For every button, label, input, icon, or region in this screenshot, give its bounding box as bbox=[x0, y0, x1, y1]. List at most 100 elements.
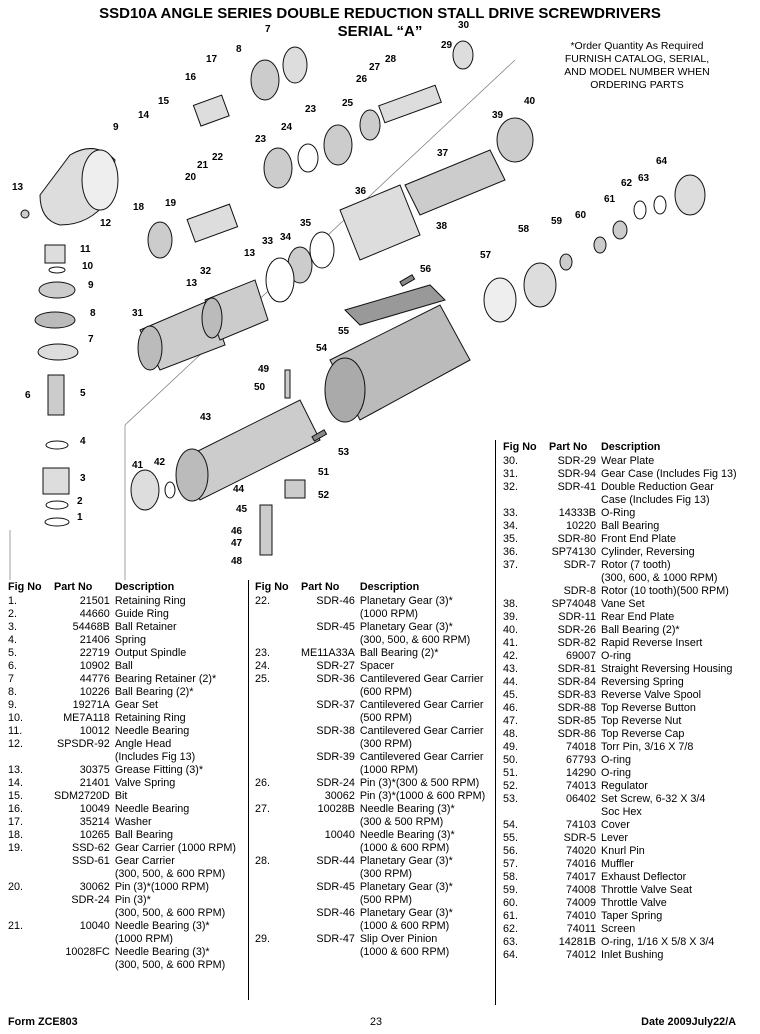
part-number bbox=[54, 959, 115, 972]
parts-row: (1000 & 600 RPM) bbox=[255, 920, 485, 933]
part-number: 10226 bbox=[79, 686, 110, 698]
fig-number: 50. bbox=[503, 754, 519, 766]
part-number bbox=[549, 806, 601, 819]
fig-number bbox=[503, 494, 549, 507]
diagram-label: 1 bbox=[77, 512, 83, 523]
diagram-label: 48 bbox=[231, 556, 243, 567]
fig-number bbox=[8, 868, 54, 881]
part-number: 14290 bbox=[565, 767, 596, 779]
fig-number bbox=[255, 764, 301, 777]
part-description: Rapid Reverse Insert bbox=[601, 637, 703, 649]
fig-number bbox=[255, 816, 301, 829]
diagram-label: 23 bbox=[255, 134, 267, 145]
part-description: Needle Bearing bbox=[114, 803, 190, 815]
diagram-label: 57 bbox=[480, 250, 492, 261]
part-description: (300, 500, & 600 RPM) bbox=[114, 959, 226, 971]
fig-number: 46. bbox=[503, 702, 519, 714]
part-description: Pin (3)* bbox=[114, 894, 151, 906]
diagram-label: 34 bbox=[280, 232, 292, 243]
diagram-label: 21 bbox=[197, 160, 209, 171]
fig-number bbox=[255, 920, 301, 933]
part-description: Rotor (7 tooth) bbox=[601, 559, 671, 571]
part-number bbox=[301, 738, 360, 751]
fig-number: 10. bbox=[8, 712, 24, 724]
part-number: SDR-81 bbox=[557, 663, 596, 675]
diagram-label: 52 bbox=[318, 490, 330, 501]
part-description: O-ring, 1/16 X 5/8 X 3/4 bbox=[601, 936, 715, 948]
fig-number: 3. bbox=[8, 621, 18, 633]
part-number: SDR-86 bbox=[557, 728, 596, 740]
header-part-no: Part No bbox=[54, 581, 93, 593]
part-description: Bearing Retainer (2)* bbox=[114, 673, 217, 685]
part-description: Ball Bearing bbox=[601, 520, 660, 532]
fig-number bbox=[255, 712, 301, 725]
part-description: (300, 500, & 600 RPM) bbox=[114, 907, 226, 919]
fig-number: 1. bbox=[8, 595, 18, 607]
form-number: Form ZCE803 bbox=[8, 1016, 78, 1028]
part-description: Muffler bbox=[601, 858, 634, 870]
fig-number: 4. bbox=[8, 634, 18, 646]
part-number: 10040 bbox=[79, 920, 110, 932]
part-number: 10902 bbox=[79, 660, 110, 672]
part-number: 10220 bbox=[565, 520, 596, 532]
part-description: Top Reverse Nut bbox=[601, 715, 682, 727]
part-description: Valve Spring bbox=[114, 777, 176, 789]
diagram-label: 40 bbox=[524, 96, 536, 107]
parts-row: (600 RPM) bbox=[255, 686, 485, 699]
fig-number: 34. bbox=[503, 520, 519, 532]
fig-number: 24. bbox=[255, 660, 271, 672]
fig-number: 18. bbox=[8, 829, 24, 841]
part-number bbox=[301, 946, 360, 959]
part-number bbox=[301, 842, 360, 855]
part-description: Washer bbox=[114, 816, 152, 828]
part-description: Needle Bearing (3)* bbox=[359, 829, 455, 841]
diagram-label: 31 bbox=[132, 308, 144, 319]
part-number: 06402 bbox=[565, 793, 596, 805]
diagram-label: 36 bbox=[355, 186, 367, 197]
part-number: SDR-80 bbox=[557, 533, 596, 545]
order-note-line: FURNISH CATALOG, SERIAL, bbox=[564, 53, 710, 65]
diagram-label: 13 bbox=[186, 278, 198, 289]
part-number: SDR-11 bbox=[558, 611, 596, 623]
part-number: ME11A33A bbox=[301, 647, 355, 659]
fig-number bbox=[255, 608, 301, 621]
part-description: Ball Bearing (2)* bbox=[114, 686, 194, 698]
part-number: 74018 bbox=[565, 741, 596, 753]
part-description: Needle Bearing (3)* bbox=[114, 946, 210, 958]
part-description: Wear Plate bbox=[601, 455, 655, 467]
parts-row: 34. 10220 Ball Bearing bbox=[503, 520, 737, 533]
diagram-label: 60 bbox=[575, 210, 587, 221]
part-description: (1000 & 600 RPM) bbox=[359, 946, 450, 958]
parts-row: (500 RPM) bbox=[255, 894, 485, 907]
part-description: Front End Plate bbox=[601, 533, 677, 545]
diagram-label: 17 bbox=[206, 54, 218, 65]
column-divider bbox=[248, 580, 249, 1000]
part-number: 44776 bbox=[79, 673, 110, 685]
page-title-line1: SSD10A ANGLE SERIES DOUBLE REDUCTION STA… bbox=[99, 5, 661, 22]
diagram-label: 24 bbox=[281, 122, 293, 133]
part-number: 30062 bbox=[324, 790, 355, 802]
fig-number: 25. bbox=[255, 673, 271, 685]
diagram-label: 7 bbox=[88, 334, 94, 345]
part-number: SDR-24 bbox=[71, 894, 110, 906]
part-number: SDR-5 bbox=[563, 832, 596, 844]
part-number: SSD-62 bbox=[72, 842, 110, 854]
